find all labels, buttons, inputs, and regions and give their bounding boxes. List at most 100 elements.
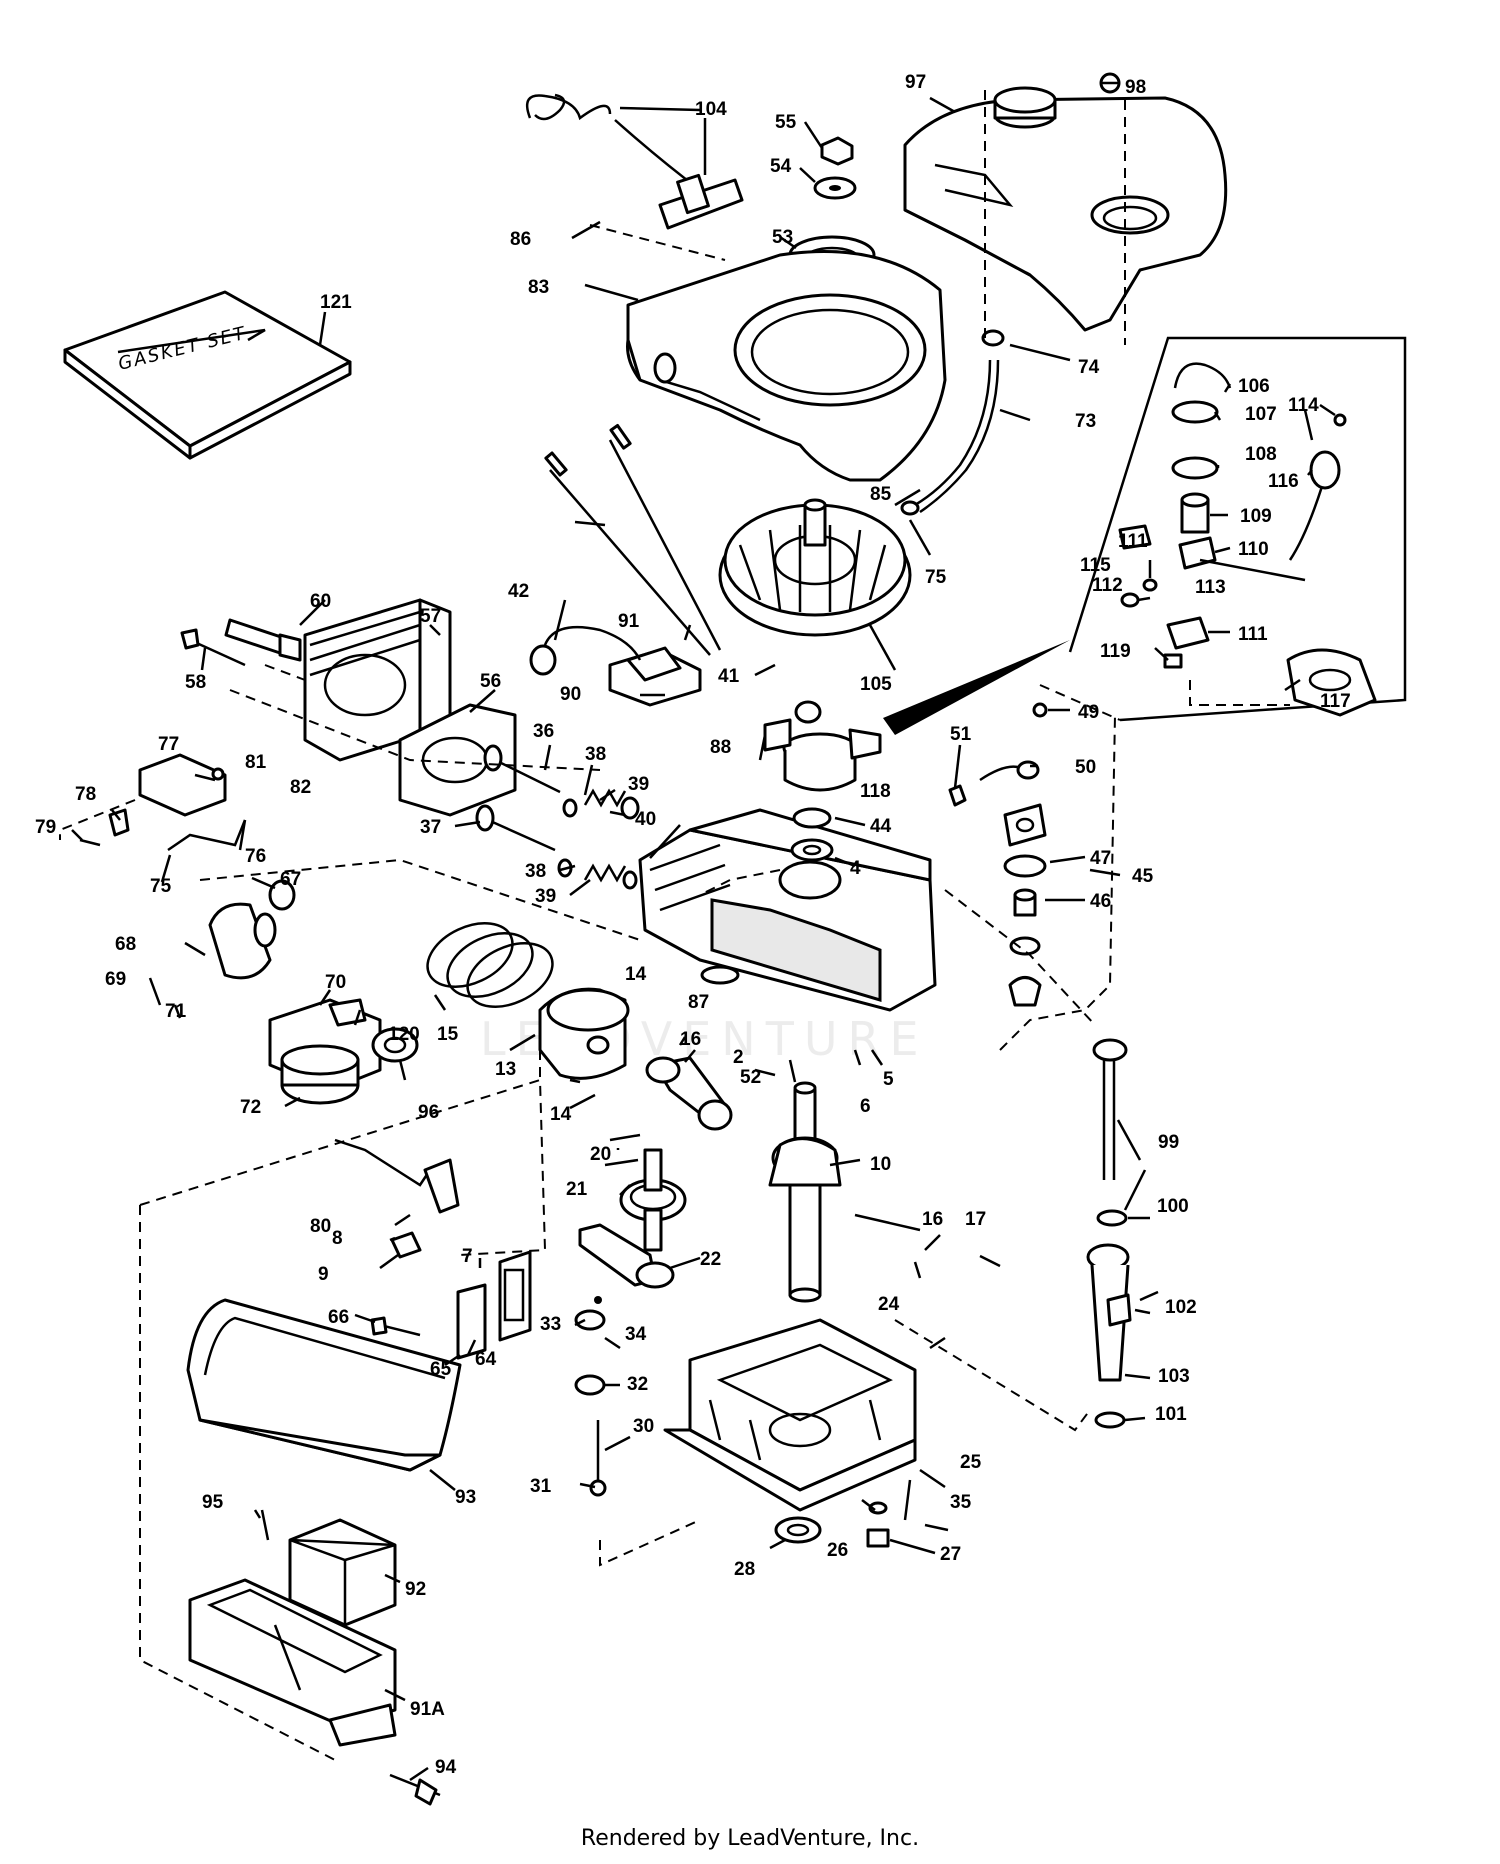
callout: 21 (566, 1179, 588, 1200)
callout: 70 (325, 972, 346, 993)
callout: 52 (740, 1067, 761, 1088)
callout: 76 (245, 846, 266, 867)
sump-cover (663, 1318, 917, 1512)
spark-plug (224, 618, 302, 662)
callout: 100 (1157, 1196, 1189, 1217)
callout: 56 (480, 671, 501, 692)
drain-plug (866, 1479, 912, 1548)
callout: 109 (1240, 506, 1272, 527)
callout: 66 (328, 1307, 349, 1328)
callout: 83 (528, 277, 549, 298)
callout: 117 (1320, 691, 1351, 712)
callout: 92 (405, 1579, 426, 1600)
screw-96 (260, 1509, 270, 1541)
callout: 101 (1155, 1404, 1187, 1425)
callout: 15 (437, 1024, 459, 1045)
callout: 60 (310, 591, 331, 612)
ignition-inset-frame (1068, 336, 1407, 722)
callout: 111 (1118, 531, 1148, 552)
callout: 96 (418, 1102, 439, 1123)
callout: 78 (75, 784, 96, 805)
piston (538, 987, 630, 1080)
callout: 68 (115, 934, 136, 955)
callout: 103 (1158, 1366, 1190, 1387)
seals-44-4 (790, 807, 834, 862)
callout: 75 (150, 876, 172, 897)
callout: 5 (883, 1069, 894, 1090)
callout: 26 (827, 1540, 848, 1561)
callout: 44 (870, 816, 892, 837)
air-filter-element (288, 1518, 397, 1627)
callout: 90 (560, 684, 581, 705)
callout: 108 (1245, 444, 1277, 465)
gasket-set-book: GASKET SET (63, 290, 352, 460)
callout: 35 (950, 1492, 972, 1513)
callout: 106 (1238, 376, 1270, 397)
callout: 47 (1090, 848, 1111, 869)
air-cleaner-base (188, 1578, 397, 1747)
oil-seal-28 (774, 1516, 822, 1544)
callout: 93 (455, 1487, 476, 1508)
callout: 65 (430, 1359, 452, 1380)
callout: 22 (700, 1249, 721, 1270)
callout: 121 (320, 292, 352, 313)
callout: 118 (860, 781, 891, 802)
callout: 111 (1238, 624, 1268, 645)
callout: 2 (733, 1047, 744, 1068)
callout: 46 (1090, 891, 1111, 912)
callout: 10 (870, 1154, 891, 1175)
callout: 14 (625, 964, 647, 985)
callout: 9 (318, 1264, 329, 1285)
callout: 32 (627, 1374, 648, 1395)
callout: 74 (1078, 357, 1100, 378)
callout: 94 (435, 1757, 457, 1778)
callout: 69 (105, 969, 126, 990)
callout: 80 (310, 1216, 331, 1237)
dipstick (1092, 1038, 1128, 1180)
valve-springs (557, 788, 640, 890)
blower-housing (626, 250, 947, 482)
callout: 114 (1288, 395, 1319, 416)
callout: 17 (965, 1209, 986, 1230)
callout: 38 (585, 744, 606, 765)
callout: 110 (1238, 539, 1269, 560)
callout: 120 (388, 1024, 420, 1045)
callout: 41 (718, 666, 740, 687)
callout: 14 (550, 1104, 572, 1125)
engine-block (638, 808, 937, 1012)
cylinder-head (303, 598, 452, 762)
callout: 13 (495, 1059, 516, 1080)
callout: 7 (462, 1246, 473, 1267)
screw-67 (370, 1316, 421, 1337)
callout: 31 (530, 1476, 552, 1497)
carburetor (268, 998, 382, 1105)
callout: 6 (860, 1096, 871, 1117)
callout: 57 (420, 606, 441, 627)
governor-gear (574, 1296, 607, 1497)
callout: 87 (688, 992, 709, 1013)
intake-elbow (208, 902, 277, 980)
flywheel (718, 498, 912, 637)
callout: 49 (1078, 702, 1099, 723)
callout: 77 (158, 734, 179, 755)
callout: 33 (540, 1314, 561, 1335)
callout: 105 (860, 674, 892, 695)
inset-parts (1118, 362, 1377, 717)
callout: 24 (878, 1294, 900, 1315)
callout: 45 (1132, 866, 1154, 887)
camshaft-gear (604, 1133, 687, 1252)
callout: 88 (710, 737, 731, 758)
callout: 30 (633, 1416, 654, 1437)
leader-lines (71, 81, 1336, 1782)
oil-seal-68 (268, 879, 296, 911)
callout: 71 (165, 1001, 187, 1022)
carb-gasket (371, 1027, 419, 1063)
callout: 102 (1165, 1297, 1197, 1318)
callout: 116 (1268, 471, 1299, 492)
callout: 51 (950, 724, 972, 745)
callout: 34 (625, 1324, 647, 1345)
breather-119 (763, 700, 882, 792)
inset-pointer-arrow (883, 640, 1070, 735)
callout: 50 (1075, 757, 1096, 778)
callout: 37 (420, 817, 441, 838)
